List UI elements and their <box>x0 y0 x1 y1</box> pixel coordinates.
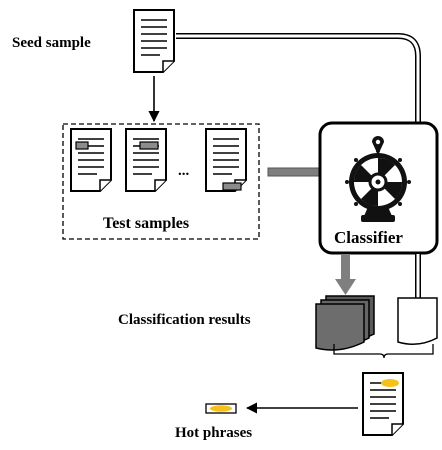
test-sample-document-icon <box>125 128 167 192</box>
highlight-mark-icon <box>205 403 237 414</box>
test-samples-group <box>62 123 260 240</box>
tests-to-classifier-connector <box>267 167 321 177</box>
test-samples-ellipsis: ... <box>178 163 190 179</box>
classifier-label: Classifier <box>334 228 403 247</box>
highlighted-document-icon <box>362 372 404 436</box>
prize-wheel-icon <box>345 136 411 222</box>
results-brace <box>333 344 434 359</box>
seed-to-classifier-connector <box>176 33 421 126</box>
seed-sample-label: Seed sample <box>12 35 91 51</box>
hot-phrases-label: Hot phrases <box>175 425 252 441</box>
test-samples-label: Test samples <box>103 215 189 232</box>
seed-sample-document-icon <box>133 9 175 73</box>
dark-result-documents-icon <box>315 295 375 351</box>
light-result-document-icon <box>397 297 438 345</box>
classification-results-label: Classification results <box>118 312 251 328</box>
classifier-to-dark-result-arrow <box>335 254 356 295</box>
test-sample-document-icon <box>205 128 247 192</box>
test-sample-document-icon <box>70 128 112 192</box>
